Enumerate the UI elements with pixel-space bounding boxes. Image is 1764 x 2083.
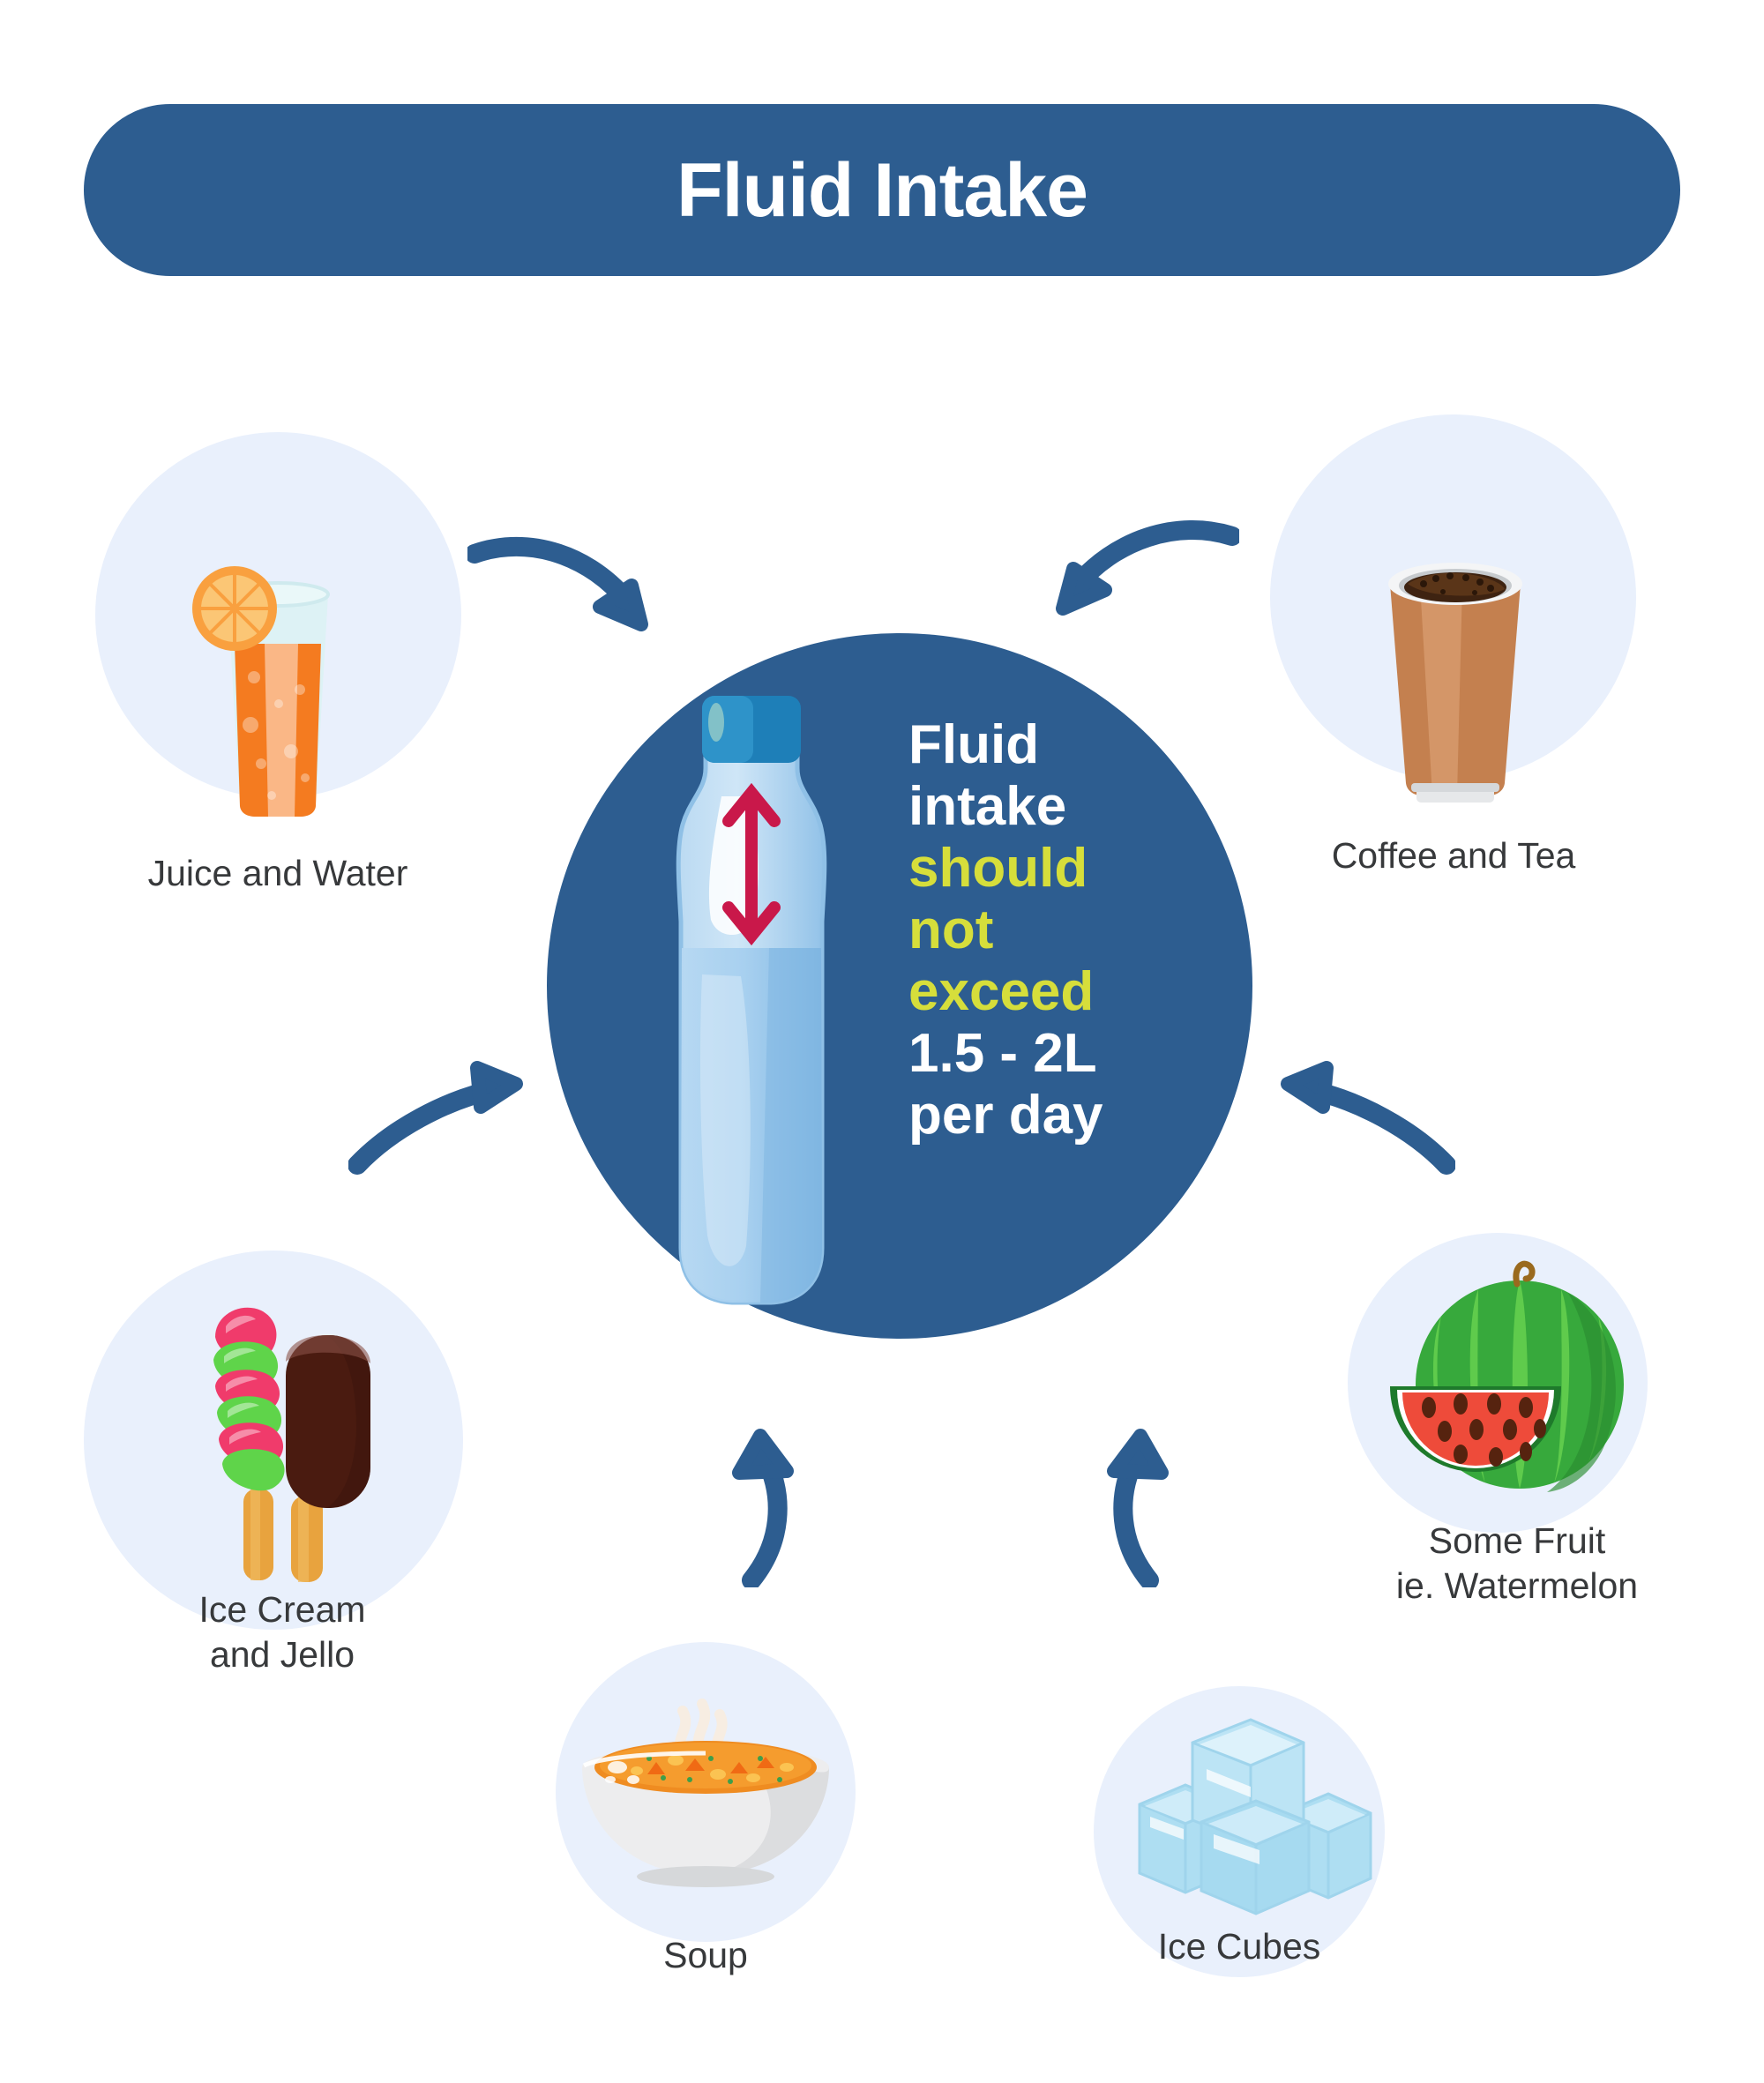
arrow-fruit-to-center xyxy=(1281,1061,1455,1175)
page-title: Fluid Intake xyxy=(676,147,1088,233)
arrow-icecream-to-center xyxy=(348,1061,523,1175)
coffee-cup-icon xyxy=(1388,563,1522,803)
center-line-3: should xyxy=(908,838,1088,900)
water-bottle-icon xyxy=(676,696,827,1305)
center-message: Fluid intake should not exceed 1.5 - 2L … xyxy=(908,714,1138,1146)
label-coffee-and-tea: Coffee and Tea xyxy=(1331,835,1576,876)
center-line-7: per day xyxy=(908,1085,1103,1146)
center-line-6: 1.5 - 2L xyxy=(908,1023,1097,1085)
arrow-coffee-to-center xyxy=(1056,520,1239,616)
label-soup: Soup xyxy=(663,1935,748,1975)
juice-glass-icon xyxy=(192,566,330,817)
arrow-juice-to-center xyxy=(467,536,648,631)
center-line-5: exceed xyxy=(908,961,1095,1023)
label-ice-cubes: Ice Cubes xyxy=(1157,1926,1321,1967)
center-line-2: intake xyxy=(908,776,1067,838)
popsicle-icon xyxy=(213,1307,370,1582)
ice-cubes-icon xyxy=(1138,1718,1372,1915)
arrow-soup-to-center xyxy=(732,1429,794,1587)
center-line-1: Fluid xyxy=(908,714,1040,775)
center-circle xyxy=(547,633,1252,1339)
soup-bowl-icon xyxy=(582,1699,829,1887)
arrow-icecubes-to-center xyxy=(1107,1429,1169,1587)
header-banner: Fluid Intake xyxy=(84,104,1680,276)
center-line-4: not xyxy=(908,900,994,961)
label-juice-and-water: Juice and Water xyxy=(147,853,408,893)
label-some-fruit: Some Fruit ie. Watermelon xyxy=(1395,1520,1639,1607)
label-ice-cream-and-jello: Ice Cream and Jello xyxy=(198,1589,366,1676)
watermelon-icon xyxy=(1390,1260,1624,1492)
